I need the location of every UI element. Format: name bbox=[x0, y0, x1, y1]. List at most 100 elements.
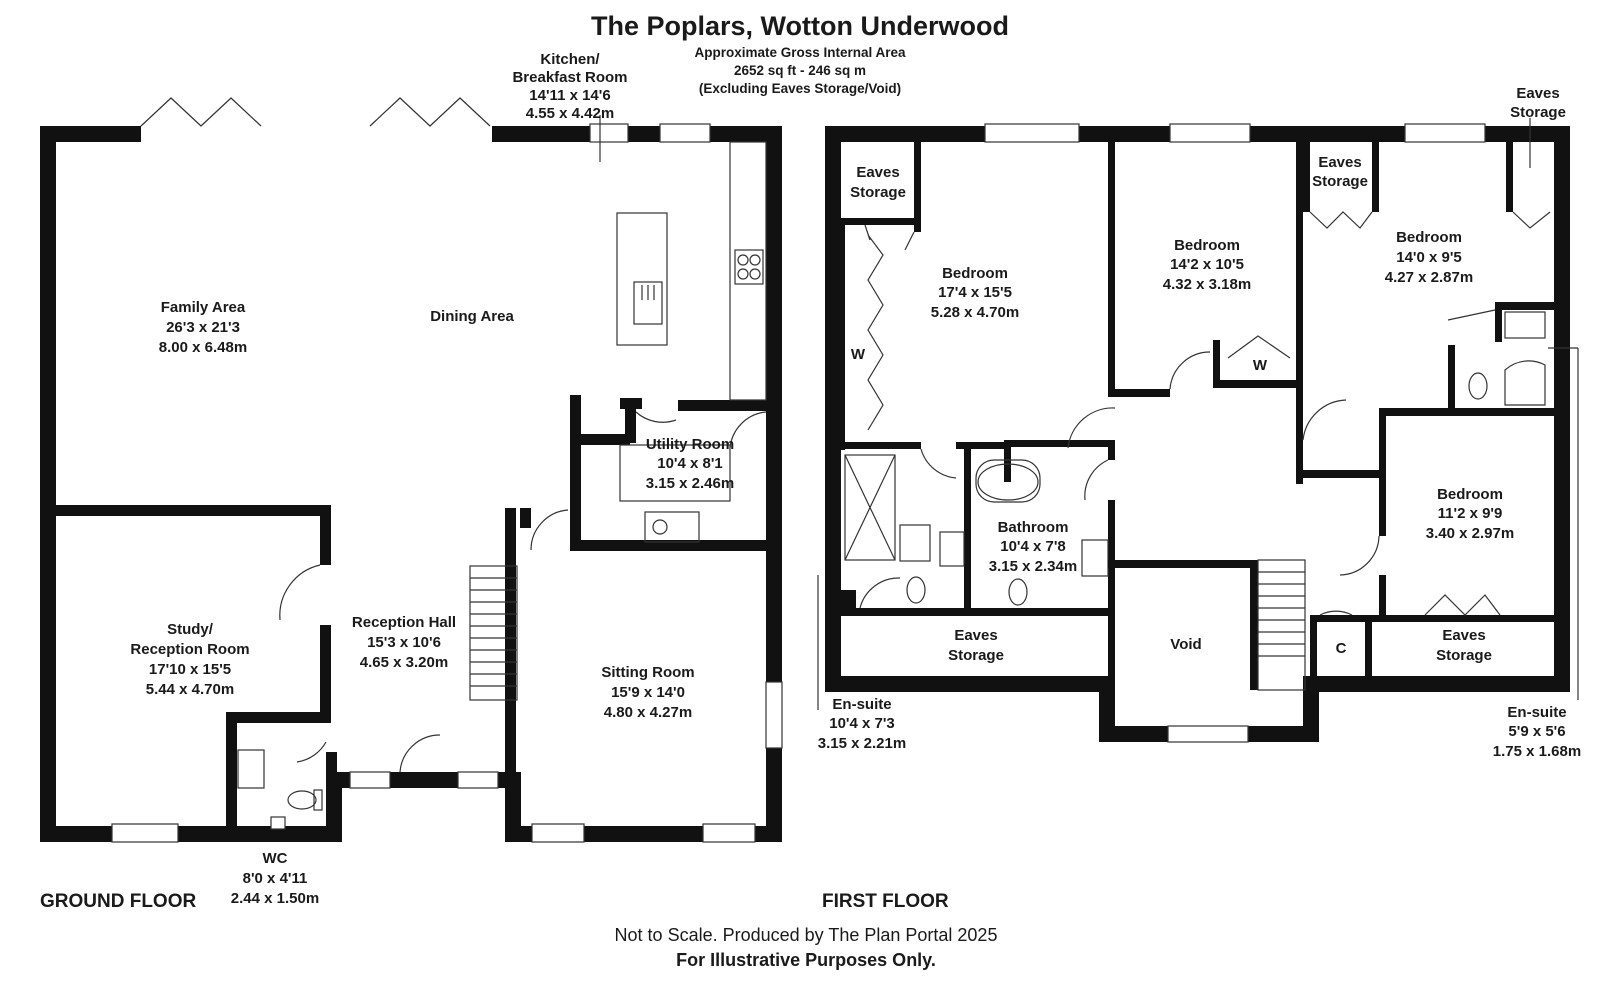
wall bbox=[1108, 440, 1115, 460]
stair-treads bbox=[470, 577, 517, 687]
ensuite-shower bbox=[1504, 360, 1546, 406]
window bbox=[702, 823, 756, 843]
utility-metric: 3.15 x 2.46m bbox=[646, 475, 734, 492]
wall bbox=[1372, 142, 1379, 212]
wall bbox=[841, 218, 916, 225]
ensuite-basin bbox=[939, 531, 965, 567]
bathroom-label: Bathroom bbox=[998, 519, 1069, 536]
bath-surround bbox=[975, 459, 1041, 503]
bathroom-metric: 3.15 x 2.34m bbox=[989, 558, 1077, 575]
wall bbox=[1250, 560, 1258, 690]
wall bbox=[326, 752, 337, 782]
wall bbox=[1379, 408, 1554, 416]
staircase bbox=[1257, 559, 1306, 691]
door-swing bbox=[1319, 610, 1353, 616]
bedroom-2-imperial: 14'2 x 10'5 bbox=[1170, 256, 1244, 273]
eaves-doors bbox=[1309, 211, 1373, 229]
door-swing bbox=[859, 577, 901, 609]
study-label-line2: Reception Room bbox=[130, 641, 249, 658]
first-floor-plan bbox=[817, 118, 1579, 743]
eaves-doors bbox=[1424, 594, 1501, 616]
area-line-1: Approximate Gross Internal Area bbox=[694, 45, 906, 60]
bedroom-2-metric: 4.32 x 3.18m bbox=[1163, 276, 1251, 293]
bifold-door bbox=[369, 97, 491, 127]
wall bbox=[841, 608, 1111, 616]
wall bbox=[1108, 560, 1258, 568]
area-line-3: (Excluding Eaves Storage/Void) bbox=[699, 81, 901, 96]
door-swing bbox=[920, 448, 957, 479]
wall bbox=[1004, 440, 1114, 447]
cupboard-label: C bbox=[1336, 640, 1347, 657]
window bbox=[111, 823, 179, 843]
wardrobe-2-label: W bbox=[1253, 357, 1268, 374]
wall bbox=[841, 442, 921, 449]
wall bbox=[40, 826, 340, 842]
wall bbox=[1379, 575, 1386, 615]
hob bbox=[734, 249, 764, 285]
window bbox=[457, 771, 499, 789]
wardrobe-doors bbox=[867, 234, 884, 431]
eaves-top-right-line2: Storage bbox=[1510, 104, 1566, 121]
door-swing bbox=[399, 734, 441, 773]
door-swing bbox=[635, 411, 677, 423]
sitting-label: Sitting Room bbox=[601, 664, 694, 681]
wall bbox=[620, 398, 642, 409]
wall bbox=[520, 508, 531, 528]
hob-ring bbox=[749, 254, 761, 266]
ground-floor-label: GROUND FLOOR bbox=[40, 891, 196, 912]
kitchen-imperial: 14'11 x 14'6 bbox=[529, 87, 610, 104]
family-label: Family Area bbox=[161, 299, 246, 316]
bath bbox=[977, 463, 1039, 501]
bifold-door bbox=[140, 97, 262, 127]
window bbox=[765, 681, 783, 749]
wall bbox=[1108, 142, 1115, 397]
door-swing bbox=[864, 224, 915, 251]
bathroom-basin bbox=[1081, 539, 1109, 577]
eaves-top-mid-line2: Storage bbox=[1312, 173, 1368, 190]
wall bbox=[1365, 615, 1372, 677]
wc-label: WC bbox=[263, 850, 288, 867]
wall bbox=[1303, 142, 1310, 212]
wall bbox=[1495, 302, 1554, 310]
wall bbox=[964, 445, 971, 615]
window bbox=[349, 771, 391, 789]
ground-floor-plan bbox=[40, 97, 783, 843]
wall bbox=[841, 590, 856, 608]
family-imperial: 26'3 x 21'3 bbox=[166, 319, 240, 336]
bathroom-imperial: 10'4 x 7'8 bbox=[1000, 538, 1066, 555]
bedroom-4-imperial: 11'2 x 9'9 bbox=[1438, 505, 1503, 522]
window bbox=[1167, 725, 1249, 743]
utility-label: Utility Room bbox=[646, 436, 734, 453]
family-metric: 8.00 x 6.48m bbox=[159, 339, 247, 356]
toilet bbox=[1468, 372, 1488, 400]
wall bbox=[914, 142, 921, 232]
bedroom-1-label: Bedroom bbox=[942, 265, 1008, 282]
stair-treads bbox=[1258, 571, 1305, 657]
door-swing bbox=[279, 564, 321, 621]
reception-imperial: 15'3 x 10'6 bbox=[367, 634, 441, 651]
ensuite-1-imperial: 10'4 x 7'3 bbox=[829, 715, 895, 732]
reception-metric: 4.65 x 3.20m bbox=[360, 654, 448, 671]
wall bbox=[1495, 302, 1502, 342]
utility-sink bbox=[644, 511, 700, 543]
wall bbox=[841, 225, 845, 450]
ensuite-2-metric: 1.75 x 1.68m bbox=[1493, 743, 1581, 760]
shower-floor bbox=[899, 524, 931, 562]
utility-sink-basin bbox=[652, 519, 668, 535]
sitting-metric: 4.80 x 4.27m bbox=[604, 704, 692, 721]
study-metric: 5.44 x 4.70m bbox=[146, 681, 234, 698]
area-line-2: 2652 sq ft - 246 sq m bbox=[734, 63, 866, 78]
eaves-bottom-right-line1: Eaves bbox=[1442, 627, 1485, 644]
eaves-top-left-line1: Eaves bbox=[856, 164, 899, 181]
wall bbox=[1448, 345, 1455, 410]
door-swing bbox=[729, 411, 767, 449]
wall bbox=[226, 712, 237, 842]
utility-imperial: 10'4 x 8'1 bbox=[657, 455, 723, 472]
wall bbox=[825, 126, 841, 692]
island-sink bbox=[633, 281, 663, 325]
wall bbox=[505, 772, 521, 842]
eaves-bottom-right-line2: Storage bbox=[1436, 647, 1492, 664]
plan-title: The Poplars, Wotton Underwood bbox=[591, 11, 1009, 41]
worktop bbox=[619, 444, 731, 502]
